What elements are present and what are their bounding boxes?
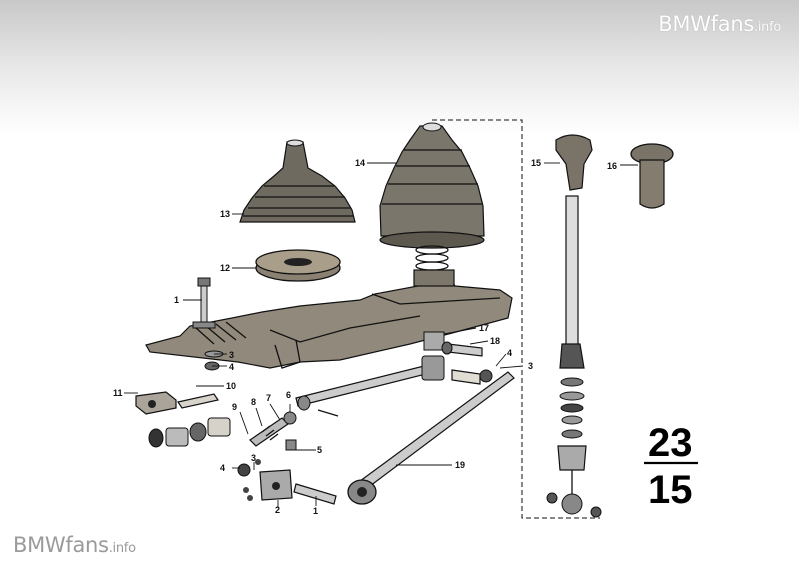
- callout-1: 1: [174, 295, 179, 305]
- callout-3: 3: [229, 350, 234, 360]
- callout-4-right: 4: [507, 348, 512, 358]
- pin-assembly: [249, 411, 297, 447]
- long-linkage-rod: [347, 371, 515, 505]
- callout-3-right: 3: [528, 361, 533, 371]
- gear-lever: [546, 134, 602, 518]
- callout-4-bottom: 4: [220, 463, 225, 473]
- gear-selector-housing: [145, 269, 513, 369]
- callout-19: 19: [455, 460, 465, 470]
- watermark-top-main: BMWfans: [658, 12, 754, 36]
- callout-8: 8: [251, 397, 256, 407]
- callout-3-bottom: 3: [251, 453, 256, 463]
- bolt-17-18: [423, 331, 493, 385]
- callout-10: 10: [226, 381, 236, 391]
- watermark-bottom-suffix: .info: [108, 541, 136, 556]
- callout-17: 17: [479, 323, 489, 333]
- callout-15: 15: [531, 158, 541, 168]
- callout-labels: 1 3 4 10 11 12 13 14 15 16 17 18 4 3 9 8…: [113, 158, 617, 516]
- callout-5: 5: [317, 445, 322, 455]
- callout-14: 14: [355, 158, 365, 168]
- bracket: [135, 391, 219, 415]
- bushings: [148, 417, 231, 448]
- callout-11: 11: [113, 388, 123, 398]
- callout-9: 9: [232, 402, 237, 412]
- alternate-knob: [630, 143, 674, 209]
- section-number-bottom: 15: [648, 468, 693, 512]
- callout-13: 13: [220, 209, 230, 219]
- selector-rod: [295, 355, 445, 417]
- watermark-top: BMWfans.info: [658, 12, 781, 36]
- watermark-top-suffix: .info: [753, 20, 781, 35]
- callout-4: 4: [229, 362, 234, 372]
- assembly-dash-lines: [432, 119, 600, 519]
- callout-16: 16: [607, 161, 617, 171]
- callout-12: 12: [220, 263, 230, 273]
- callout-2: 2: [275, 505, 280, 515]
- section-number: 23 15: [644, 421, 698, 512]
- large-boot: [379, 122, 485, 249]
- callout-18: 18: [490, 336, 500, 346]
- callout-6: 6: [286, 390, 291, 400]
- rubber-boot: [239, 139, 356, 223]
- bottom-bracket: [237, 439, 337, 505]
- leader-lines: [124, 162, 638, 508]
- callout-1-bottom: 1: [313, 506, 318, 516]
- bolt-top: [192, 277, 216, 329]
- foam-ring: [255, 249, 341, 282]
- watermark-bottom-main: BMWfans: [13, 533, 109, 557]
- section-number-top: 23: [648, 421, 693, 465]
- callout-7: 7: [266, 393, 271, 403]
- watermark-bottom: BMWfans.info: [13, 533, 136, 557]
